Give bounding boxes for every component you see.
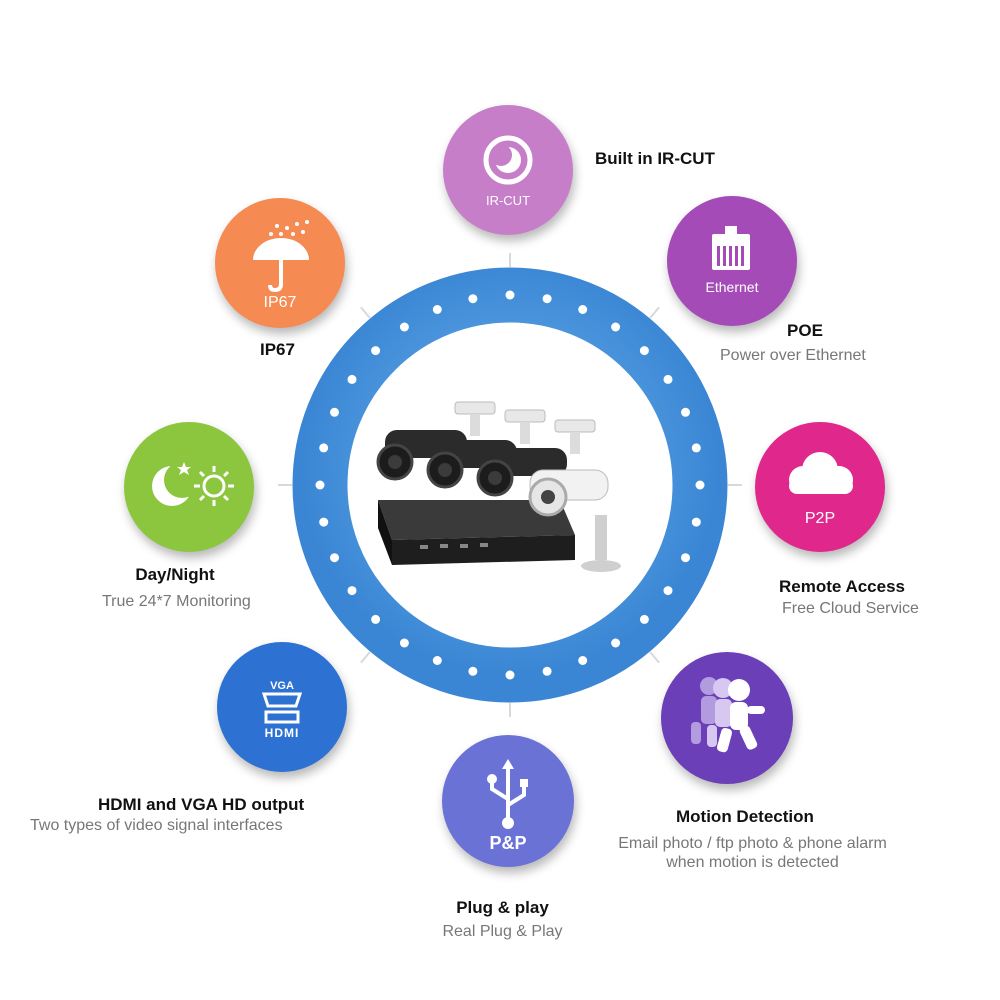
ring-dot xyxy=(611,322,621,332)
ring-dot xyxy=(639,614,649,624)
ring-dot xyxy=(347,586,357,596)
ring-dot xyxy=(371,614,381,624)
ring-spoke xyxy=(649,651,660,664)
pnp-bubble: P&P xyxy=(442,735,574,867)
ring-dot xyxy=(639,346,649,356)
ring-dot xyxy=(468,294,478,304)
remote-access-title: Remote Access xyxy=(779,577,905,596)
ring-dot xyxy=(505,670,515,680)
ethernet-badge-label: Ethernet xyxy=(705,279,759,295)
ring-dot xyxy=(691,443,701,453)
motion-bubble xyxy=(661,652,793,784)
ip67-title: IP67 xyxy=(260,340,295,359)
ethernet-bubble: Ethernet xyxy=(667,196,797,326)
pnp-subtitle: Real Plug & Play xyxy=(442,923,563,940)
p2p-badge-label: P2P xyxy=(804,510,836,527)
ip67-badge-label: IP67 xyxy=(263,294,297,311)
ring-dot xyxy=(578,305,588,314)
ring-dot xyxy=(468,666,478,676)
ring-dot xyxy=(505,290,515,300)
poe-subtitle: Power over Ethernet xyxy=(720,347,866,364)
ring-dot xyxy=(691,517,701,527)
ring-dot xyxy=(371,346,381,356)
hdmi-subtitle: Two types of video signal interfaces xyxy=(30,817,283,834)
umbrella-rain-icon xyxy=(253,220,309,293)
ring-spoke xyxy=(360,651,371,664)
ring-dot xyxy=(330,407,339,417)
vga-badge-label: VGA xyxy=(270,680,294,692)
hdmi-badge-label: HDMI xyxy=(264,726,300,740)
ring-dot xyxy=(399,322,409,332)
p2p-bubble: P2P xyxy=(755,422,885,552)
pnp-title: Plug & play xyxy=(456,898,549,917)
remote-access-subtitle: Free Cloud Service xyxy=(782,600,919,617)
ring-dot xyxy=(663,374,673,384)
motion-title: Motion Detection xyxy=(676,807,814,826)
vga-port-icon xyxy=(261,692,303,724)
hdmi-vga-bubble: VGA HDMI xyxy=(217,642,347,772)
cctv-camera-kit-image xyxy=(376,401,621,572)
ring-spoke xyxy=(649,306,660,319)
ring-dot xyxy=(681,407,690,417)
daynight-bubble xyxy=(124,422,254,552)
ring-dot xyxy=(330,553,339,563)
cloud-icon xyxy=(789,452,853,494)
motion-subtitle-line1: Email photo / ftp photo & phone alarm xyxy=(618,835,887,852)
ircut-bubble: IR-CUT xyxy=(443,105,573,235)
ring-dot xyxy=(319,517,329,527)
usb-icon xyxy=(487,759,528,829)
ring-spoke xyxy=(360,306,371,319)
ring-dot xyxy=(319,443,329,453)
poe-title: POE xyxy=(787,321,823,340)
ring-dot xyxy=(681,553,690,563)
pnp-badge-label: P&P xyxy=(489,833,527,853)
ring-dot xyxy=(432,656,442,665)
ring-dot xyxy=(542,294,552,304)
ring-dot xyxy=(315,480,325,490)
ip67-bubble: IP67 xyxy=(215,198,345,328)
ring-dot xyxy=(542,666,552,676)
ring-spokes xyxy=(278,253,742,717)
hdmi-title: HDMI and VGA HD output xyxy=(98,795,305,814)
ring-dot xyxy=(695,480,705,490)
running-person-icon xyxy=(691,677,765,753)
ring-dot xyxy=(578,656,588,665)
motion-subtitle-line2: when motion is detected xyxy=(666,854,839,871)
moon-sun-icon xyxy=(152,462,234,506)
daynight-subtitle: True 24*7 Monitoring xyxy=(102,593,251,610)
daynight-title: Day/Night xyxy=(135,565,215,584)
ring-dot xyxy=(399,638,409,648)
ircut-badge-label: IR-CUT xyxy=(485,193,531,208)
ring-dots xyxy=(315,290,705,680)
ircut-title: Built in IR-CUT xyxy=(595,149,715,168)
ring-dot xyxy=(663,586,673,596)
ring-dot xyxy=(611,638,621,648)
moon-circle-icon xyxy=(483,135,533,185)
ethernet-port-icon xyxy=(712,226,750,270)
ring-dot xyxy=(432,305,442,314)
ring-dot xyxy=(347,374,357,384)
